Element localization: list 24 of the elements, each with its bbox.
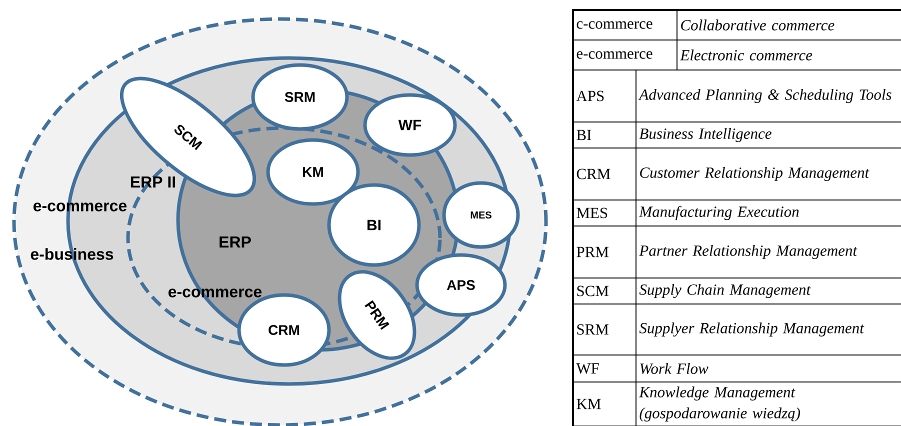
table-cell: SRM	[572, 304, 636, 356]
label: c-commerce	[576, 21, 652, 29]
table-cell: APS	[572, 70, 636, 122]
table-cell: Supplyer Relationship Management	[636, 304, 901, 356]
table-cell: WF	[572, 354, 636, 382]
table-cell: Manufacturing Execution	[636, 200, 901, 226]
table-cell: Supply Chain Management	[636, 278, 901, 304]
table-cell: e-commerce	[572, 40, 678, 70]
label: Collaborative commerce	[681, 20, 834, 30]
table-cell: BI	[572, 122, 636, 148]
table-cell: Electronic commerce	[676, 40, 901, 70]
region-label: ERP II	[130, 176, 176, 188]
table-cell: Advanced Planning & Scheduling Tools	[636, 70, 901, 122]
table-cell: Work Flow	[636, 354, 901, 382]
table-cell: CRM	[572, 148, 636, 200]
table-cell: SCM	[572, 278, 636, 304]
table-cell: Customer Relationship Management	[636, 148, 901, 200]
region-label: ERP	[220, 236, 251, 248]
table-cell: Partner Relationship Management	[636, 226, 901, 278]
table-cell: MES	[572, 200, 636, 226]
table-cell: Business Intelligence	[636, 122, 901, 148]
table-cell: PRM	[572, 226, 636, 278]
table-cell: Knowledge Management (gospodarowanie wiedzą)	[636, 382, 901, 426]
table-cell: KM	[572, 382, 636, 426]
